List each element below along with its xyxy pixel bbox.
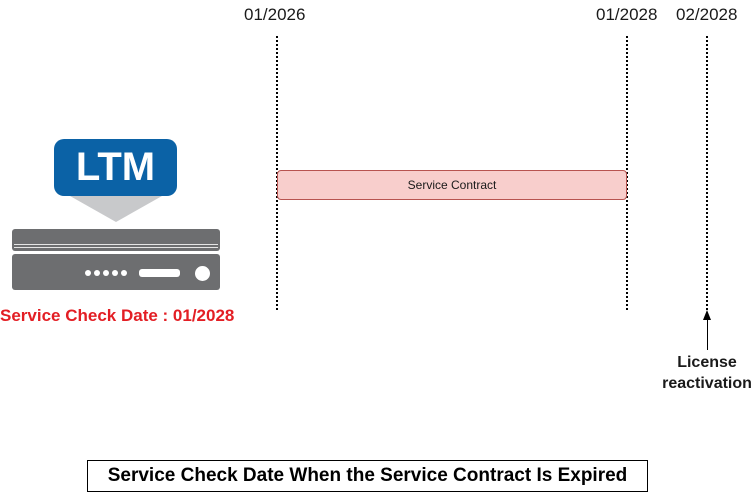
service-contract-bar: Service Contract bbox=[277, 170, 627, 200]
license-label-line2: reactivation bbox=[662, 375, 752, 392]
service-check-date-label: Service Check Date : 01/2028 bbox=[0, 306, 235, 325]
server-led-icon bbox=[94, 270, 100, 276]
arrow-up-icon bbox=[703, 310, 711, 320]
license-reactivation-label: License reactivation bbox=[654, 352, 756, 394]
server-stripe bbox=[14, 247, 218, 248]
date-label-02-2028: 02/2028 bbox=[676, 5, 738, 24]
ltm-badge: LTM bbox=[54, 139, 177, 196]
server-slot-icon bbox=[139, 269, 180, 277]
diagram-caption-text: Service Check Date When the Service Cont… bbox=[107, 465, 628, 486]
service-contract-label: Service Contract bbox=[407, 178, 497, 192]
server-led-icon bbox=[103, 270, 109, 276]
server-stripe bbox=[14, 244, 218, 245]
date-label-01-2028: 01/2028 bbox=[596, 5, 658, 24]
server-led-icon bbox=[112, 270, 118, 276]
ltm-badge-label: LTM bbox=[75, 145, 156, 189]
server-power-button-icon bbox=[195, 266, 210, 281]
arrow-shaft bbox=[707, 318, 708, 350]
diagram-caption: Service Check Date When the Service Cont… bbox=[87, 460, 648, 492]
server-top-panel bbox=[12, 229, 220, 251]
ltm-pointer-icon bbox=[70, 196, 162, 222]
timeline-dotted-line-02-2028 bbox=[706, 36, 708, 310]
server-led-icon bbox=[85, 270, 91, 276]
timeline-dotted-line-01-2028 bbox=[626, 36, 628, 310]
license-label-line1: License bbox=[677, 354, 737, 371]
server-led-icon bbox=[121, 270, 127, 276]
date-label-01-2026: 01/2026 bbox=[244, 5, 306, 24]
